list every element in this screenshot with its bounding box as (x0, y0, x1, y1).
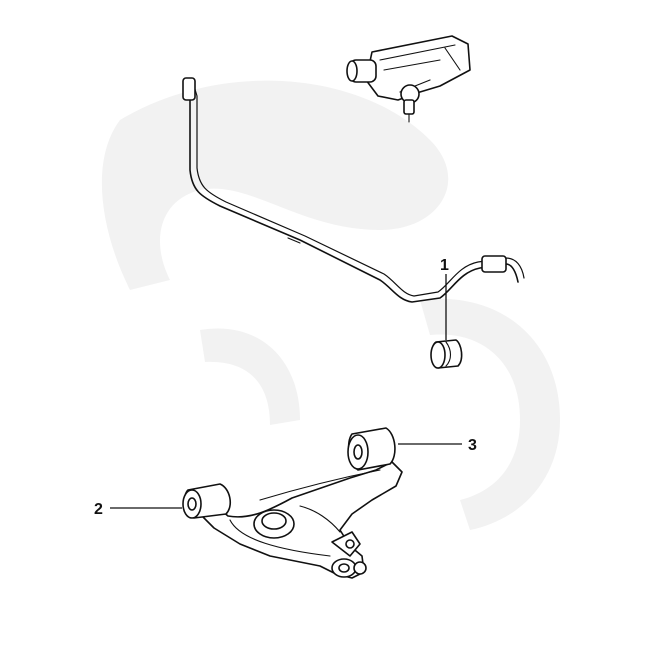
callout-3: 3 (468, 437, 477, 454)
watermark (101, 80, 560, 530)
callout-1: 1 (440, 257, 449, 274)
callout-2: 2 (94, 501, 103, 518)
lower-control-arm (191, 461, 403, 579)
callout-leaders (110, 274, 462, 509)
control-arm-rear-bushing (347, 427, 396, 471)
stabilizer-bar (182, 77, 525, 303)
stabilizer-bushing (430, 339, 463, 369)
control-arm-front-bushing (182, 483, 232, 519)
upper-mount-assembly (346, 35, 471, 123)
